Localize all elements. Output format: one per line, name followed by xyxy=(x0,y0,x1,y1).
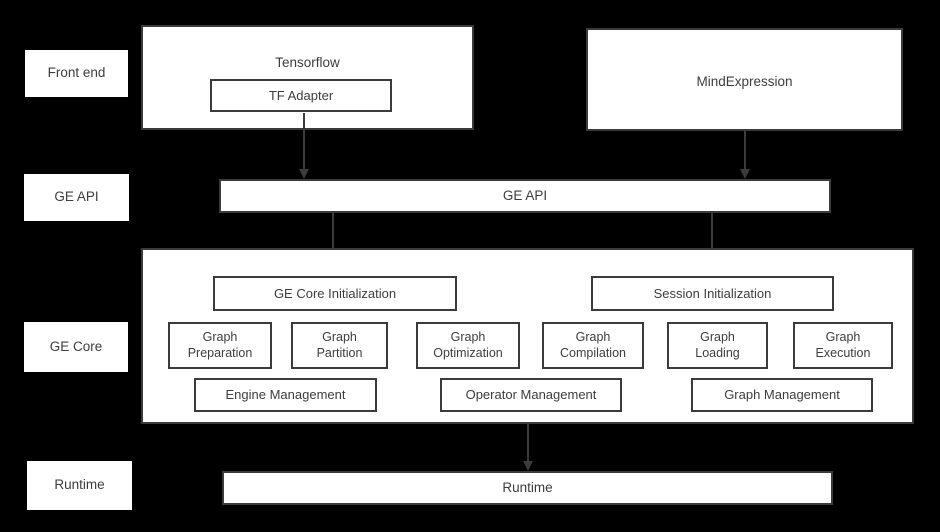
module-graph-preparation-line1: Graph xyxy=(202,330,238,345)
module-engine-management[interactable]: Engine Management xyxy=(194,378,377,412)
layer-label-front-end: Front end xyxy=(25,50,128,97)
tensorflow-container[interactable]: Tensorflow TF Adapter xyxy=(141,25,474,130)
layer-label-runtime: Runtime xyxy=(27,461,132,510)
layer-label-ge-core: GE Core xyxy=(24,322,128,372)
layer-label-ge-core-text: GE Core xyxy=(49,338,103,354)
module-graph-management[interactable]: Graph Management xyxy=(691,378,873,412)
layer-label-runtime-text: Runtime xyxy=(54,477,105,493)
ge-core-panel: GE Core Initialization Session Initializ… xyxy=(141,248,914,424)
runtime-bar[interactable]: Runtime xyxy=(222,471,833,505)
module-graph-loading-line1: Graph xyxy=(700,330,735,345)
module-graph-preparation-line2: Preparation xyxy=(187,345,253,360)
layer-label-ge-api-text: GE API xyxy=(54,189,99,205)
module-graph-loading-line2: Loading xyxy=(695,345,740,360)
mindexpression-title: MindExpression xyxy=(696,74,793,89)
tf-adapter-box[interactable]: TF Adapter xyxy=(210,79,392,112)
ge-core-initialization-box[interactable]: GE Core Initialization xyxy=(213,276,457,311)
ge-core-initialization-label: GE Core Initialization xyxy=(273,285,397,301)
tf-adapter-label: TF Adapter xyxy=(268,87,334,103)
module-graph-compilation-line2: Compilation xyxy=(559,345,626,360)
module-graph-execution-line2: Execution xyxy=(815,345,871,360)
ge-api-bar-label: GE API xyxy=(502,187,548,203)
runtime-bar-label: Runtime xyxy=(502,479,553,495)
module-engine-management-label: Engine Management xyxy=(225,387,346,403)
module-graph-compilation-line1: Graph xyxy=(575,330,611,345)
module-graph-partition-line2: Partition xyxy=(316,345,363,360)
layer-label-front-end-text: Front end xyxy=(47,65,106,81)
module-operator-management-label: Operator Management xyxy=(465,387,597,403)
ge-api-bar[interactable]: GE API xyxy=(219,179,831,213)
module-graph-optimization-line1: Graph xyxy=(450,330,486,345)
mindexpression-container[interactable]: MindExpression xyxy=(586,28,903,131)
module-graph-optimization-line2: Optimization xyxy=(433,345,503,360)
module-graph-partition-line1: Graph xyxy=(322,330,357,345)
layer-label-ge-api: GE API xyxy=(24,174,129,221)
module-graph-execution-line1: Graph xyxy=(825,330,861,345)
session-initialization-box[interactable]: Session Initialization xyxy=(591,276,834,311)
session-initialization-label: Session Initialization xyxy=(653,285,772,301)
tensorflow-title: Tensorflow xyxy=(275,55,340,70)
module-operator-management[interactable]: Operator Management xyxy=(440,378,622,412)
module-graph-management-label: Graph Management xyxy=(724,387,840,403)
